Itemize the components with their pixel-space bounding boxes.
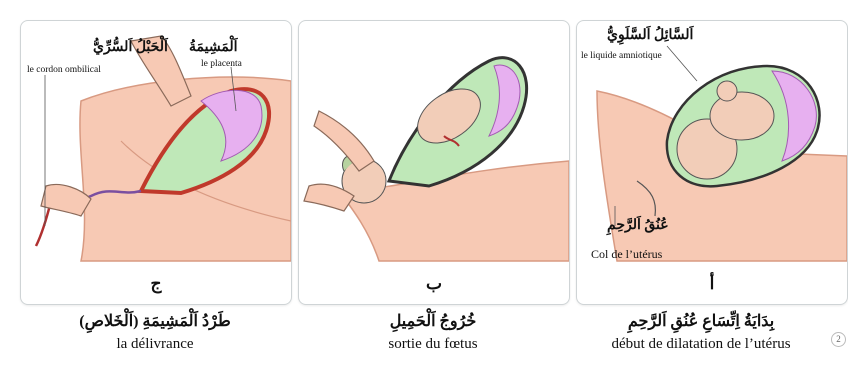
caption-delivrance: طَرْدُ اَلْمَشِيمَةِ (اَلْخَلاصِ) la dél…	[20, 311, 290, 355]
caption-fr: sortie du fœtus	[298, 333, 568, 355]
caption-dilatation: بِدَايَةُ اِتِّسَاعِ عُنُقِ اَلرَّحِمِ d…	[576, 311, 826, 355]
cervix-label-fr: Col de l’utérus	[591, 247, 662, 262]
caption-fr: début de dilatation de l’utérus	[576, 333, 826, 355]
panel-letter: ب	[299, 274, 569, 294]
sortie-foetus-illustration	[299, 21, 569, 304]
cervix-label-ar: عُنُقُ اَلرَّحِمِ	[607, 217, 669, 234]
cord-label-ar: اَلْحَبْلُ اَلسُّرِّيُّ	[93, 39, 168, 56]
amniotic-label-fr: le liquide amniotique	[581, 51, 662, 61]
placenta-label-ar: اَلْمَشِيمَةُ	[189, 39, 238, 56]
cord-label-fr: le cordon ombilical	[27, 65, 101, 75]
caption-fr: la délivrance	[20, 333, 290, 355]
caption-ar: خُرُوجُ اَلْحَمِيلِ	[298, 311, 568, 333]
panel-delivrance: اَلْحَبْلُ اَلسُّرِّيُّ le cordon ombili…	[20, 20, 292, 305]
delivrance-illustration	[21, 21, 291, 304]
caption-sortie-foetus: خُرُوجُ اَلْحَمِيلِ sortie du fœtus	[298, 311, 568, 355]
page-number: 2	[831, 332, 846, 347]
panel-dilatation: اَلسَّائِلُ اَلسَّلَوِيُّ le liquide amn…	[576, 20, 848, 305]
panel-sortie-foetus: ب	[298, 20, 570, 305]
amniotic-label-ar: اَلسَّائِلُ اَلسَّلَوِيُّ	[607, 27, 693, 44]
placenta-label-fr: le placenta	[201, 59, 242, 69]
panel-letter: أ	[577, 274, 847, 294]
panel-letter: ج	[21, 274, 291, 294]
caption-ar: بِدَايَةُ اِتِّسَاعِ عُنُقِ اَلرَّحِمِ	[576, 311, 826, 333]
caption-ar: طَرْدُ اَلْمَشِيمَةِ (اَلْخَلاصِ)	[20, 311, 290, 333]
